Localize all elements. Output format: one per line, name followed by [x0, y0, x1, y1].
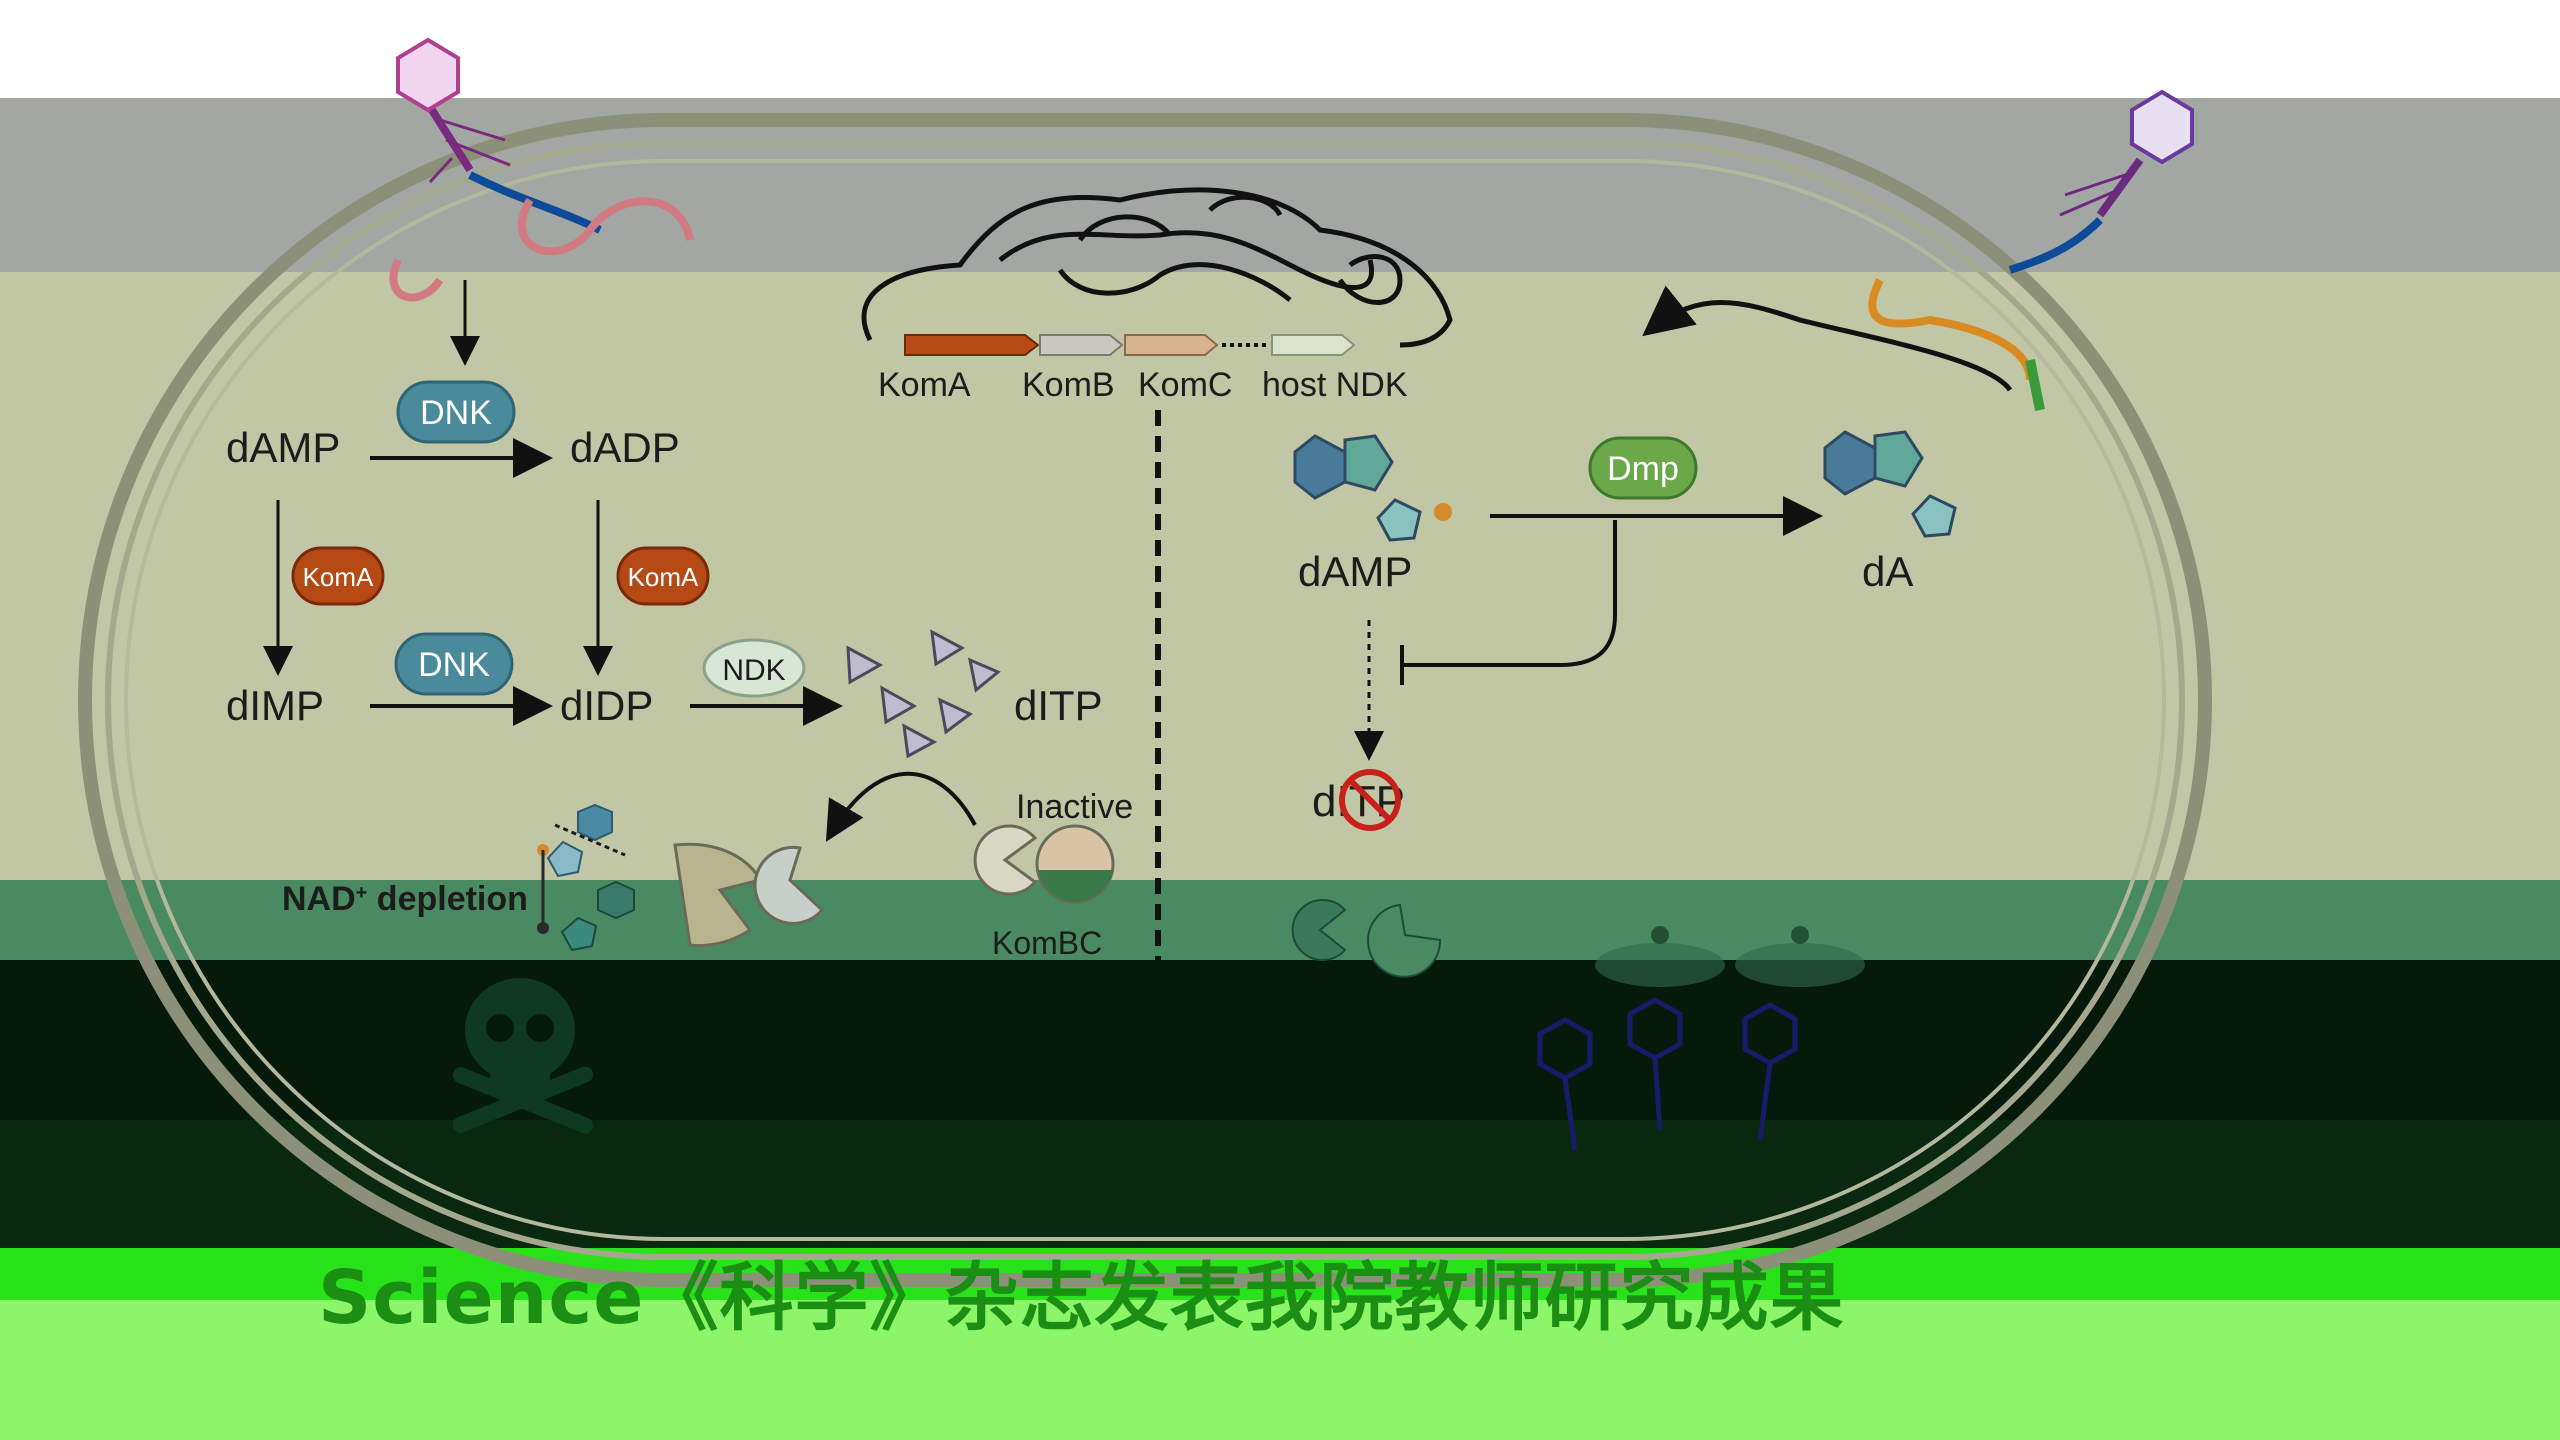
dmp-enzyme: Dmp — [1588, 436, 1698, 500]
dnk-enzyme-bottom: DNK — [394, 632, 514, 696]
background-band-khaki — [0, 272, 2560, 898]
dnk-enzyme-top: DNK — [396, 380, 516, 444]
right-pathway: dAMP Dmp dA dITP — [1291, 285, 2013, 978]
cell-membrane — [78, 113, 2212, 1287]
progeny-ghost-shapes — [1595, 926, 1865, 987]
kombc-right-complex — [1291, 899, 1442, 978]
left-didp-label: dIDP — [560, 682, 653, 729]
kombc-active-complex — [673, 842, 825, 948]
damp-molecule-icon — [1293, 434, 1452, 542]
dnk-bottom-label: DNK — [418, 646, 490, 684]
gene-label-komc: KomC — [1138, 366, 1232, 404]
right-da-label: dA — [1862, 548, 1913, 595]
da-molecule-icon — [1823, 430, 1957, 538]
gene-komb — [1039, 334, 1124, 356]
ndk-label: NDK — [722, 654, 785, 687]
bacterial-chromosome — [861, 187, 1453, 348]
koma-left-label: KomA — [303, 562, 374, 592]
nad-depletion-label: NAD+ depletion — [282, 880, 528, 918]
gene-label-koma: KomA — [878, 366, 971, 404]
gene-koma — [904, 334, 1040, 356]
right-damp-label: dAMP — [1298, 548, 1412, 595]
left-ditp-label: dITP — [1014, 682, 1103, 729]
phage-right-icon — [1868, 89, 2194, 411]
gene-label-host-ndk: host NDK — [1262, 366, 1408, 404]
koma-right-label: KomA — [628, 562, 699, 592]
left-pathway: dAMP dADP dIMP dIDP dITP DNK DNK KomA — [226, 280, 1133, 961]
prohibited-icon — [1339, 769, 1401, 831]
page-caption: Science《科学》杂志发表我院教师研究成果 — [318, 1255, 1845, 1341]
ndk-enzyme: NDK — [702, 638, 806, 698]
kombc-inactive-complex — [973, 824, 1115, 904]
left-damp-label: dAMP — [226, 424, 340, 471]
gene-label-komb: KomB — [1022, 366, 1115, 404]
gene-komc — [1124, 334, 1219, 356]
phage-progeny-icon — [1537, 997, 1798, 1151]
phage-left-icon — [389, 37, 694, 302]
dnk-top-label: DNK — [420, 394, 492, 432]
gene-cluster: KomA KomB KomC host NDK — [878, 334, 1408, 404]
inactive-label: Inactive — [1016, 788, 1133, 826]
koma-enzyme-right: KomA — [616, 546, 710, 606]
ditp-triangles — [846, 629, 1001, 759]
nad-molecule-icon — [537, 803, 635, 952]
left-dadp-label: dADP — [570, 424, 680, 471]
gene-host-ndk — [1271, 334, 1356, 356]
dmp-label: Dmp — [1607, 450, 1679, 488]
koma-enzyme-left: KomA — [291, 546, 385, 606]
kombc-label: KomBC — [992, 925, 1102, 961]
left-dimp-label: dIMP — [226, 682, 324, 729]
skull-icon — [452, 978, 594, 1134]
background-band-light-green — [0, 1300, 2560, 1440]
